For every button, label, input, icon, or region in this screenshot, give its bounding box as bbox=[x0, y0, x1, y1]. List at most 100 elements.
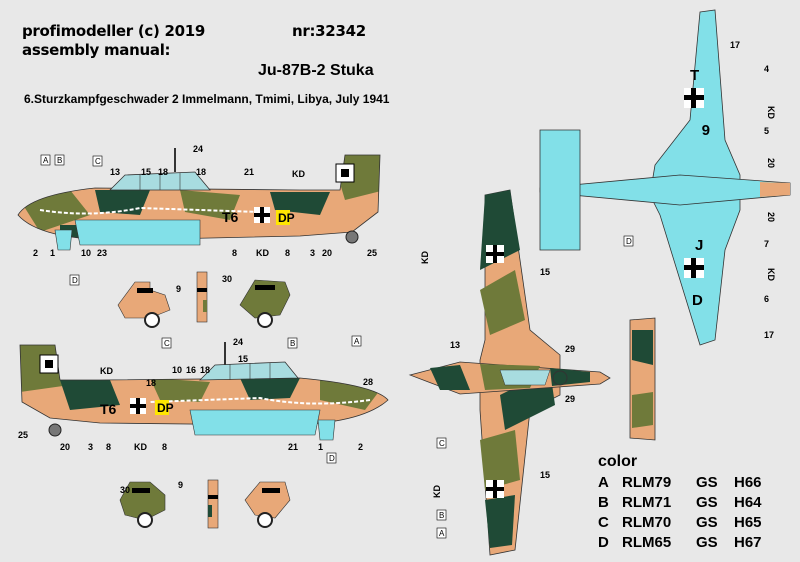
callout-10-b: 10 bbox=[172, 365, 182, 375]
callout-8: 8 bbox=[232, 248, 237, 258]
legend-h: H65 bbox=[734, 513, 762, 531]
callout-18b: 18 bbox=[196, 167, 206, 177]
legend-letter: A bbox=[598, 473, 609, 491]
callout-20-b: 20 bbox=[60, 442, 70, 452]
legend-row: A RLM79 GS H66 bbox=[598, 472, 774, 492]
callout-kd-g: KD bbox=[766, 268, 776, 281]
legend-rlm: RLM79 bbox=[622, 473, 672, 491]
callout-21: 21 bbox=[244, 167, 254, 177]
catalog-number: nr:32342 bbox=[292, 22, 366, 40]
top-view bbox=[408, 189, 656, 556]
callout-16: 16 bbox=[186, 365, 196, 375]
callout-29: 29 bbox=[565, 344, 575, 354]
paint-letter-c-3: C bbox=[439, 439, 445, 448]
callout-kd-e: KD bbox=[432, 485, 442, 498]
callout-8-c: 8 bbox=[106, 442, 111, 452]
legend-gs: GS bbox=[696, 533, 718, 551]
callout-4: 4 bbox=[764, 64, 769, 74]
code-6-underside: 6 bbox=[702, 121, 710, 138]
unit-caption: 6.Sturzkampfgeschwader 2 Immelmann, Tmim… bbox=[24, 92, 390, 106]
callout-25-b: 25 bbox=[18, 430, 28, 440]
callout-17: 17 bbox=[730, 40, 740, 50]
legend-heading: color bbox=[598, 453, 638, 470]
legend-rlm: RLM70 bbox=[622, 513, 672, 531]
paint-letter-b: B bbox=[57, 156, 62, 165]
paint-letter-b-2: B bbox=[290, 339, 295, 348]
callout-17-b: 17 bbox=[764, 330, 774, 340]
callout-kd-c: KD bbox=[134, 442, 147, 452]
callout-kd-2: KD bbox=[256, 248, 269, 258]
callout-28: 28 bbox=[363, 377, 373, 387]
paint-letter-a-3: A bbox=[439, 529, 445, 538]
callout-18-c: 18 bbox=[146, 378, 156, 388]
legend-gs: GS bbox=[696, 493, 718, 511]
callout-30: 30 bbox=[222, 274, 232, 284]
callout-15-d: 15 bbox=[540, 470, 550, 480]
callout-20: 20 bbox=[322, 248, 332, 258]
legend-rlm: RLM71 bbox=[622, 493, 672, 511]
callout-15: 15 bbox=[141, 167, 151, 177]
callout-kd: KD bbox=[292, 169, 305, 179]
code-t6-top: T6 bbox=[222, 209, 239, 225]
legend-row: C RLM70 GS H65 bbox=[598, 512, 774, 532]
legend-h: H66 bbox=[734, 473, 762, 491]
callout-10: 10 bbox=[81, 248, 91, 258]
color-legend: color A RLM79 GS H66 B RLM71 GS H64 C RL… bbox=[598, 452, 774, 552]
code-dp-bottom: DP bbox=[157, 401, 174, 415]
callout-kd-f: KD bbox=[766, 106, 776, 119]
legend-letter: D bbox=[598, 533, 609, 551]
legend-row: D RLM65 GS H67 bbox=[598, 532, 774, 552]
paint-letter-c-2: C bbox=[164, 339, 170, 348]
legend-gs: GS bbox=[696, 513, 718, 531]
assembly-manual-label: assembly manual: bbox=[22, 41, 171, 59]
code-dp-top: DP bbox=[278, 211, 295, 225]
legend-gs: GS bbox=[696, 473, 718, 491]
callout-15-c: 15 bbox=[540, 267, 550, 277]
callout-15-b: 15 bbox=[238, 354, 248, 364]
gear-details-top: 9 30 bbox=[117, 271, 291, 328]
callout-8b: 8 bbox=[285, 248, 290, 258]
legend-h: H67 bbox=[734, 533, 762, 551]
callout-1-b: 1 bbox=[318, 442, 323, 452]
paint-letter-b-3: B bbox=[439, 511, 444, 520]
callout-2-b: 2 bbox=[358, 442, 363, 452]
callout-8-d: 8 bbox=[162, 442, 167, 452]
code-d-underside: D bbox=[692, 292, 703, 309]
callout-25: 25 bbox=[367, 248, 377, 258]
paint-letter-a-2: A bbox=[354, 337, 360, 346]
callout-13-b: 13 bbox=[450, 340, 460, 350]
callout-3: 3 bbox=[310, 248, 315, 258]
callout-1: 1 bbox=[50, 248, 55, 258]
legend-h: H64 bbox=[734, 493, 762, 511]
paint-letter-d-3: D bbox=[626, 237, 632, 246]
callout-9-b: 9 bbox=[178, 480, 183, 490]
paint-letter-d: D bbox=[72, 276, 78, 285]
callout-kd-b: KD bbox=[100, 366, 113, 376]
callout-21-b: 21 bbox=[288, 442, 298, 452]
underside-view: T 6 J D bbox=[539, 9, 791, 346]
callout-20-c: 20 bbox=[766, 158, 776, 168]
legend-letter: C bbox=[598, 513, 609, 531]
code-t-underside: T bbox=[690, 67, 699, 84]
code-t6-bottom: T6 bbox=[100, 401, 117, 417]
callout-5: 5 bbox=[764, 126, 769, 136]
legend-letter: B bbox=[598, 493, 609, 511]
legend-rlm: RLM65 bbox=[622, 533, 672, 551]
gear-details-bottom: 30 9 bbox=[119, 479, 291, 529]
aircraft-title: Ju-87B-2 Stuka bbox=[258, 62, 374, 79]
callout-23: 23 bbox=[97, 248, 107, 258]
callout-29-b: 29 bbox=[565, 394, 575, 404]
callout-3-b: 3 bbox=[88, 442, 93, 452]
callout-24-b: 24 bbox=[233, 337, 243, 347]
paint-letter-d-2: D bbox=[329, 454, 335, 463]
callout-18: 18 bbox=[158, 167, 168, 177]
callout-7: 7 bbox=[764, 239, 769, 249]
code-j-underside: J bbox=[695, 237, 703, 254]
callout-20-d: 20 bbox=[766, 212, 776, 222]
right-side-profile: T6 DP bbox=[19, 342, 389, 441]
callout-9: 9 bbox=[176, 284, 181, 294]
paint-letter-c: C bbox=[95, 157, 101, 166]
callout-24: 24 bbox=[193, 144, 203, 154]
